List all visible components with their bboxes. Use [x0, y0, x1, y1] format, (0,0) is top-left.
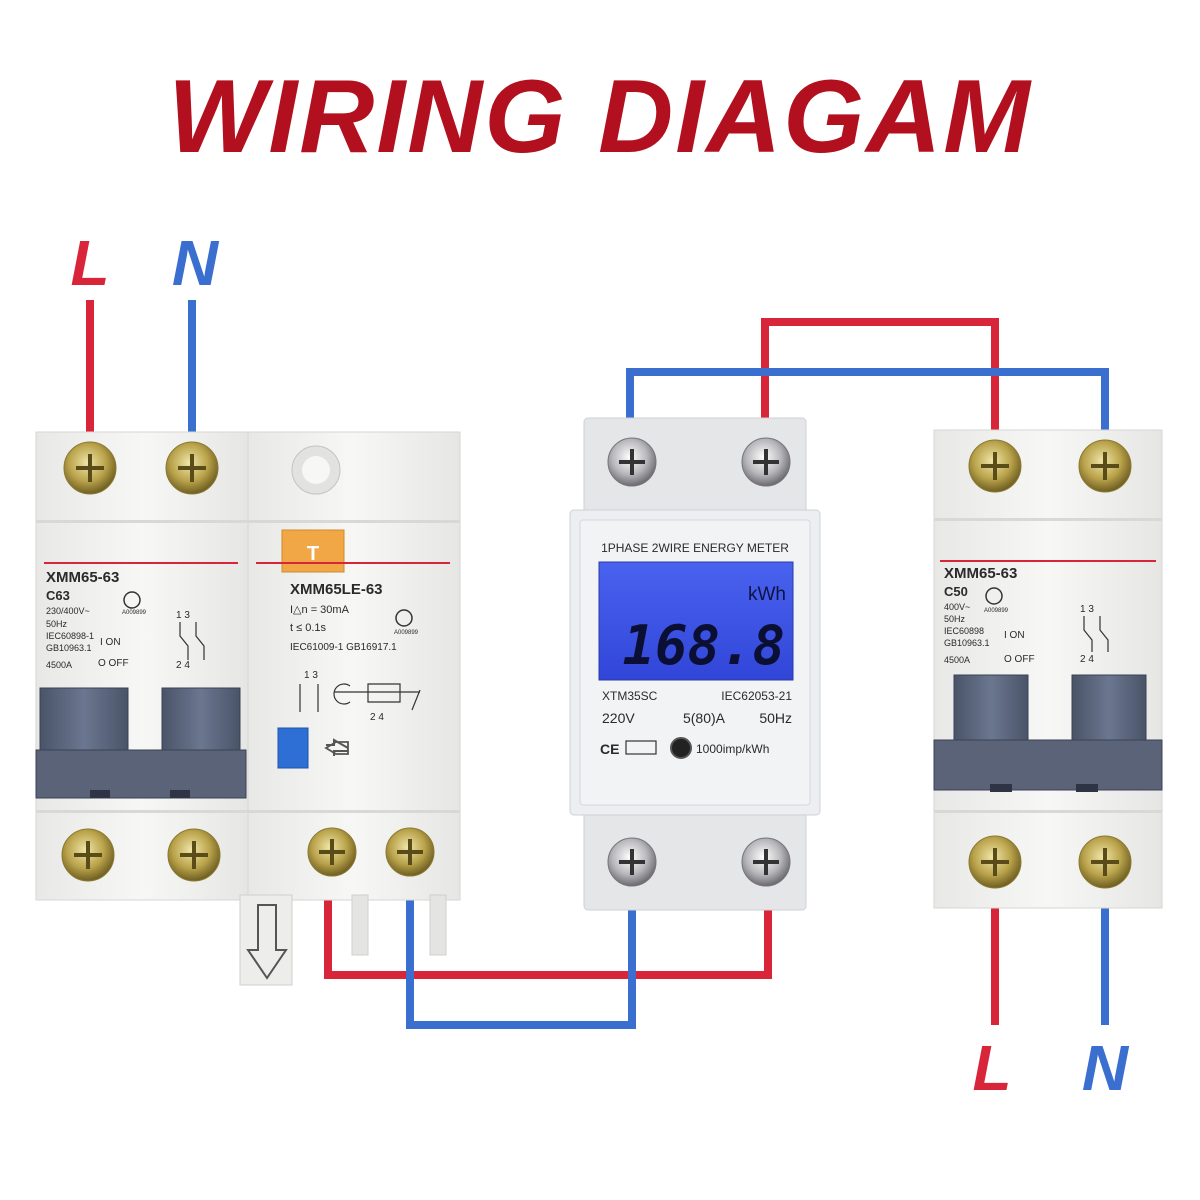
- rcbo-breaker: XMM65-63 C63 230/400V~ 50Hz IEC60898-1 G…: [35, 431, 461, 986]
- meter-lcd: [598, 561, 794, 681]
- rcd-test-button[interactable]: [281, 529, 345, 573]
- output-mcb-on: I ON: [1004, 630, 1025, 641]
- rcd-cert: A009899: [394, 630, 419, 636]
- rcbo-terminal-screws-bottom: [61, 827, 435, 882]
- meter-screws-top: [607, 437, 791, 487]
- switch-symbol-icon: [179, 622, 205, 660]
- rcbo-mcb-voltage: 230/400V~: [46, 606, 90, 616]
- rcbo-to-meter-live-wire: [324, 880, 772, 979]
- output-mcb-breaker: XMM65-63 C50 400V~ 50Hz IEC60898 GB10963…: [933, 429, 1163, 909]
- rcd-reset-lever[interactable]: [277, 727, 309, 769]
- output-mcb-std2: GB10963.1: [944, 638, 990, 648]
- output-mcb-terms-top: 1 3: [1080, 604, 1094, 615]
- rcd-terms-bottom: 2 4: [370, 712, 384, 723]
- meter-model: XTM35SC: [602, 689, 658, 703]
- meter-reading: 168.8: [622, 614, 785, 677]
- down-arrow-icon: [246, 904, 288, 980]
- meter-to-mcb-neutral-wire: [626, 368, 1109, 440]
- rcbo-mcb-std1: IEC60898-1: [46, 631, 94, 641]
- rcbo-mcb-handle[interactable]: [35, 687, 247, 799]
- output-mcb-freq: 50Hz: [944, 614, 966, 624]
- output-mcb-off: O OFF: [1004, 654, 1035, 665]
- meter-freq: 50Hz: [759, 710, 792, 726]
- rcd-time: t ≤ 0.1s: [290, 622, 326, 634]
- output-live-label: L: [972, 1032, 1011, 1104]
- output-mcb-handle[interactable]: [933, 674, 1163, 792]
- meter-marks: CE: [600, 741, 619, 757]
- energy-meter: 1PHASE 2WIRE ENERGY METER kWh 168.8 XTM3…: [569, 417, 821, 911]
- rcbo-mcb-freq: 50Hz: [46, 619, 68, 629]
- rcbo-mcb-on: I ON: [100, 637, 121, 648]
- output-ccc-mark-icon: [985, 587, 1003, 605]
- meter-pulse-led: [670, 737, 692, 759]
- meter-impulse: 1000imp/kWh: [696, 742, 769, 756]
- output-mcb-screws-bottom: [968, 835, 1132, 889]
- output-mcb-std1: IEC60898: [944, 626, 984, 636]
- rcd-std: IEC61009-1 GB16917.1: [290, 642, 397, 653]
- output-mcb-capacity: 4500A: [944, 655, 970, 665]
- rcbo-mcb-std2: GB10963.1: [46, 643, 92, 653]
- rcd-ccc-mark-icon: [395, 609, 413, 627]
- meter-unit: kWh: [748, 584, 786, 605]
- rcd-terms-top: 1 3: [304, 670, 318, 681]
- wires: [86, 300, 1109, 1029]
- input-live-label: L: [70, 227, 109, 299]
- input-neutral-label: N: [172, 227, 220, 299]
- rcbo-mcb-off: O OFF: [98, 658, 129, 669]
- rcbo-mcb-model: XMM65-63: [46, 569, 119, 586]
- rcbo-mcb-cert: A009899: [122, 610, 147, 616]
- output-mcb-screws-top: [968, 439, 1132, 493]
- meter-current: 5(80)A: [683, 710, 726, 726]
- rcbo-to-meter-neutral-wire: [406, 880, 636, 1029]
- meter-screws-bottom: [607, 837, 791, 887]
- rcbo-mcb-capacity: 4500A: [46, 660, 72, 670]
- rcd-model: XMM65LE-63: [290, 581, 383, 598]
- meter-voltage: 220V: [602, 710, 635, 726]
- rcbo-terminal-screws-top: [63, 441, 341, 495]
- output-switch-symbol-icon: [1083, 616, 1109, 652]
- rcbo-mcb-terms-top: 1 3: [176, 610, 190, 621]
- output-mcb-rating: C50: [944, 584, 968, 599]
- rcd-idn: I△n = 30mA: [290, 604, 350, 616]
- output-mcb-terms-bottom: 2 4: [1080, 654, 1094, 665]
- rcbo-mcb-rating: C63: [46, 588, 70, 603]
- rcbo-mcb-terms-bottom: 2 4: [176, 660, 190, 671]
- output-mcb-voltage: 400V~: [944, 602, 970, 612]
- output-neutral-label: N: [1082, 1032, 1130, 1104]
- page-title: WIRING DIAGAM: [168, 59, 1032, 175]
- meter-standard: IEC62053-21: [721, 689, 792, 703]
- output-mcb-model: XMM65-63: [944, 565, 1017, 582]
- meter-to-mcb-live-wire: [761, 318, 999, 440]
- rcd-circuit-symbol-icon: [299, 683, 421, 712]
- meter-symbols-icon: [625, 740, 657, 755]
- ccc-mark-icon: [123, 591, 141, 609]
- meter-header: 1PHASE 2WIRE ENERGY METER: [601, 541, 789, 555]
- rcd-test-label: T: [307, 543, 319, 565]
- output-mcb-cert: A009899: [984, 608, 1009, 614]
